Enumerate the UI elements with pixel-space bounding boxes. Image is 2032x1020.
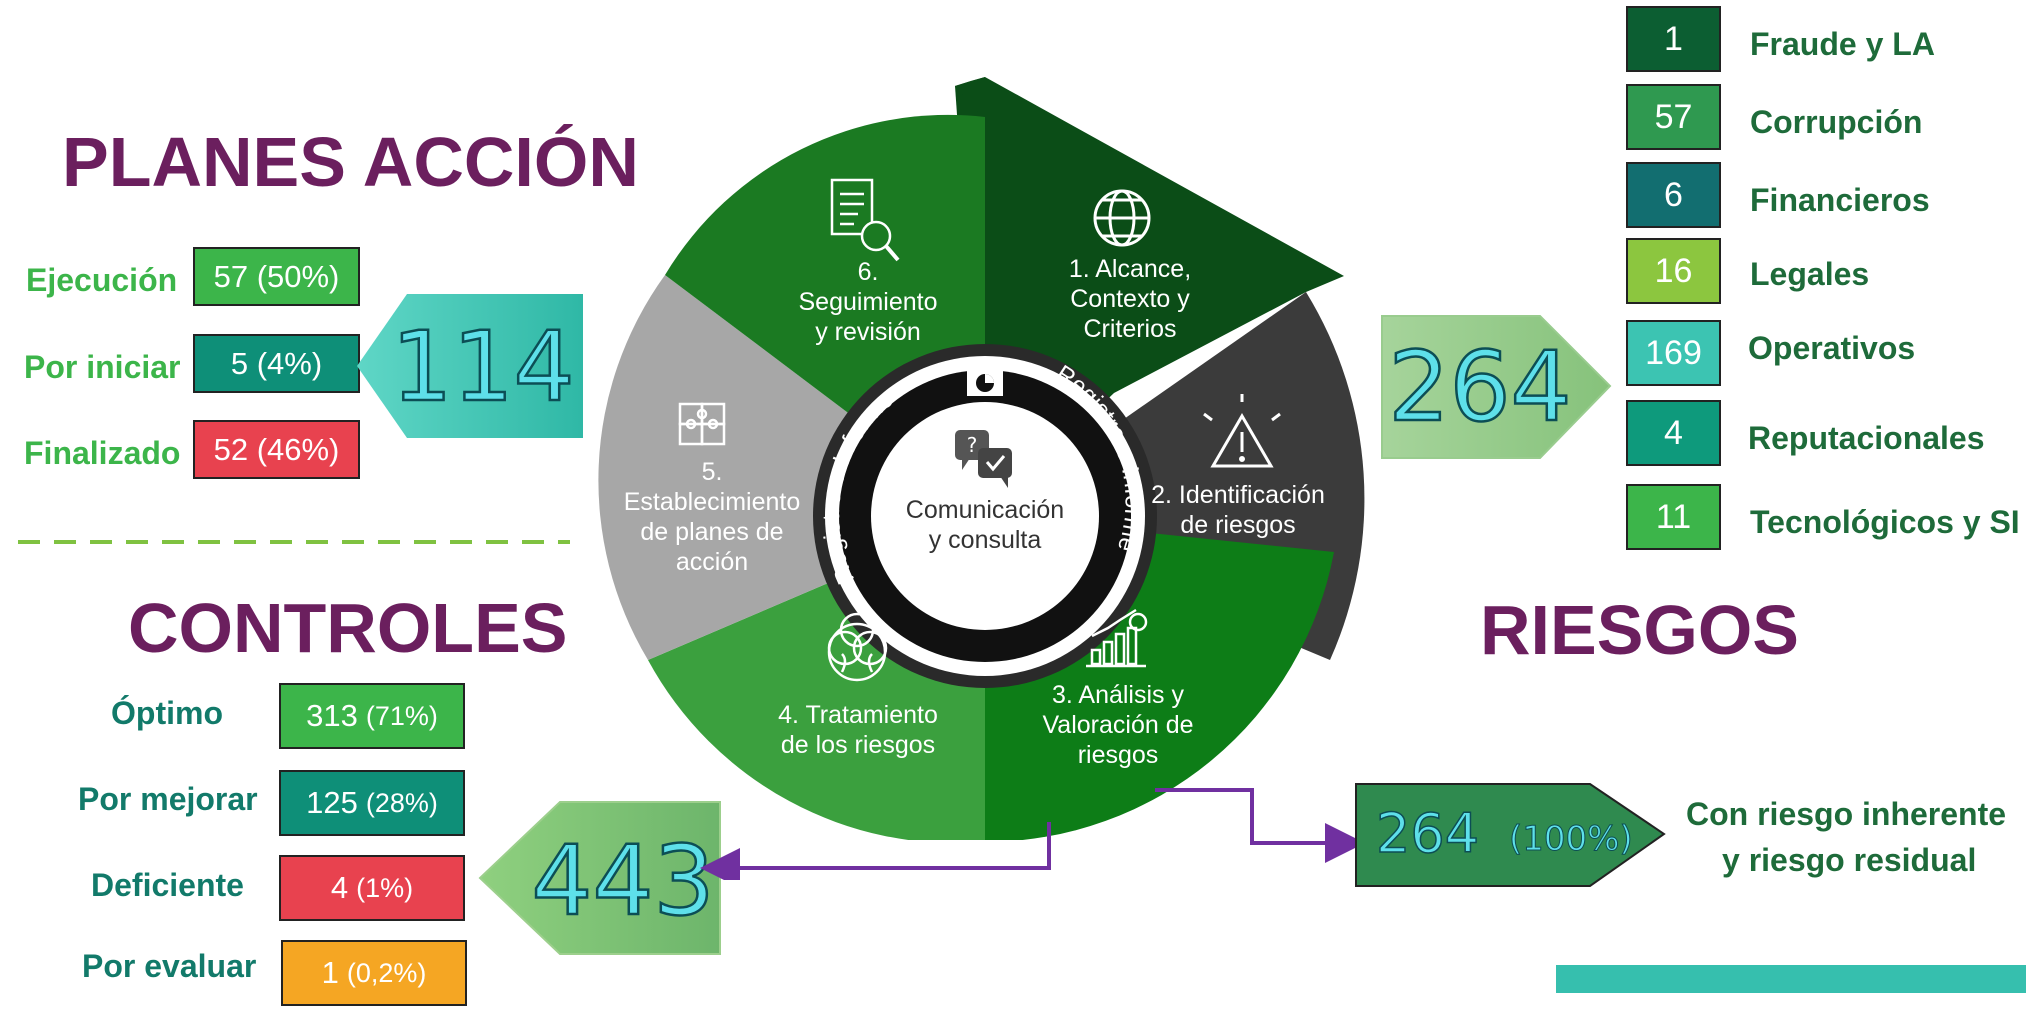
risk-cycle-wheel: Registro e Informe Registro e Informe ? … (598, 77, 1365, 840)
planes-value-finalizado: 52 (46%) (193, 420, 360, 479)
controles-value-por-evaluar: 1(0,2%) (281, 940, 467, 1006)
section-divider (18, 540, 570, 544)
residual-label-2: y riesgo residual (1722, 842, 1977, 878)
controles-value-deficiente: 4(1%) (279, 855, 465, 921)
riesgos-total-arrow: 264 (1381, 315, 1612, 459)
decorative-bar (1556, 965, 2026, 993)
controles-label-por-evaluar: Por evaluar (82, 948, 257, 984)
step-4-line-2: de los riesgos (781, 731, 935, 759)
step-4-line-1: 4. Tratamiento (778, 701, 938, 729)
riesgos-title: RIESGOS (1480, 591, 1799, 669)
step-1-line-2: Contexto y (1070, 285, 1190, 313)
step-5-line-2: Establecimiento (624, 488, 800, 516)
residual-label-1: Con riesgo inherente (1686, 796, 2007, 832)
step-6-line-1: 6. (858, 258, 879, 286)
center-line-1: Comunicación (906, 496, 1064, 524)
step-5-line-1: 5. (702, 458, 723, 486)
riesgos-total: 264 (1388, 331, 1571, 443)
pie-icon (967, 370, 1003, 396)
svg-text:?: ? (967, 433, 978, 457)
warning-icon (1203, 394, 1281, 468)
connector-lines (700, 788, 1365, 880)
ecology-icon (827, 612, 888, 682)
step-2-line-1: 2. Identificación (1151, 481, 1325, 509)
planes-total: 114 (391, 311, 574, 423)
legend-label-fraude: Fraude y LA (1750, 26, 1935, 62)
planes-value-por-iniciar: 5 (4%) (193, 334, 360, 393)
segment-5 (598, 275, 985, 660)
legend-value-tecnologicos: 11 (1626, 484, 1721, 550)
chat-bubbles-icon: ? (955, 430, 1012, 488)
controles-total: 443 (531, 825, 714, 937)
step-3-line-3: riesgos (1078, 741, 1159, 769)
residual-pct: (100%) (1509, 819, 1633, 859)
residual-value: 264 (1376, 802, 1479, 865)
legend-value-operativos: 169 (1626, 320, 1721, 386)
globe-icon (1093, 189, 1151, 247)
step-5-line-4: acción (676, 548, 748, 576)
step-1-line-3: Criterios (1083, 315, 1176, 343)
controles-title: CONTROLES (128, 589, 568, 667)
residual-arrow: 264 (100%) (1355, 783, 1666, 887)
planes-label-finalizado: Finalizado (24, 435, 181, 471)
controles-value-optimo: 313(71%) (279, 683, 465, 749)
step-3-line-2: Valoración de (1042, 711, 1193, 739)
planes-value-ejecucion: 57 (50%) (193, 247, 360, 306)
controles-total-arrow: 443 (478, 801, 721, 955)
step-1-line-1: 1. Alcance, (1069, 255, 1191, 283)
legend-value-reputacionales: 4 (1626, 400, 1721, 466)
planes-label-por-iniciar: Por iniciar (24, 349, 181, 385)
controles-label-por-mejorar: Por mejorar (78, 781, 258, 817)
step-5-line-3: de planes de (640, 518, 783, 546)
planes-total-arrow: 114 (357, 294, 583, 438)
growth-chart-icon (1086, 608, 1148, 668)
step-6-line-2: Seguimiento (799, 288, 938, 316)
legend-label-tecnologicos: Tecnológicos y SI (1750, 504, 2020, 540)
legend-label-reputacionales: Reputacionales (1748, 420, 1985, 456)
legend-value-fraude: 1 (1626, 6, 1721, 72)
controles-value-por-mejorar: 125(28%) (279, 770, 465, 836)
legend-label-legales: Legales (1750, 256, 1870, 292)
legend-value-corrupcion: 57 (1626, 84, 1721, 150)
planes-label-ejecucion: Ejecución (26, 262, 178, 298)
step-2-line-2: de riesgos (1180, 511, 1295, 539)
puzzle-icon (678, 402, 726, 446)
step-6-line-3: y revisión (815, 318, 921, 346)
center-line-2: y consulta (929, 526, 1042, 554)
controles-label-optimo: Óptimo (111, 695, 223, 731)
document-search-icon (830, 178, 900, 262)
legend-value-financieros: 6 (1626, 162, 1721, 228)
legend-value-legales: 16 (1626, 238, 1721, 304)
legend-label-operativos: Operativos (1748, 330, 1916, 366)
controles-label-deficiente: Deficiente (91, 867, 244, 903)
legend-label-financieros: Financieros (1750, 182, 1930, 218)
legend-label-corrupcion: Corrupción (1750, 104, 1923, 140)
planes-title: PLANES ACCIÓN (62, 123, 639, 201)
step-3-line-1: 3. Análisis y (1052, 681, 1185, 709)
